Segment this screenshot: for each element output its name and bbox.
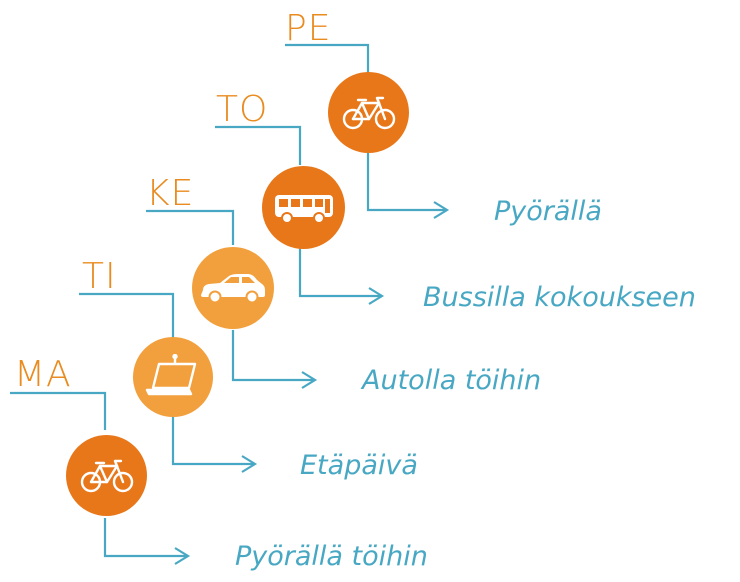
icon-circle-ke: [192, 247, 274, 329]
day-label-ke: KE: [146, 173, 195, 214]
connector-ti: [79, 292, 175, 338]
arrowhead-to: [368, 287, 385, 305]
mode-label-ke: Autolla töihin: [362, 365, 542, 396]
day-label-ma: MA: [14, 354, 72, 395]
day-label-pe: PE: [285, 8, 332, 49]
icon-circle-ma: [66, 435, 147, 516]
connector-ma: [10, 391, 107, 430]
mode-label-ma: Pyörällä töihin: [235, 541, 428, 572]
connector-pe: [285, 43, 370, 75]
mode-label-ti: Etäpäivä: [300, 450, 418, 481]
connector-pe-out: [366, 150, 447, 212]
mode-label-to: Bussilla kokoukseen: [423, 282, 696, 313]
connector-to: [215, 125, 302, 165]
icon-circle-pe: [328, 72, 409, 153]
arrowhead-ma: [174, 547, 191, 565]
day-label-to: TO: [216, 89, 269, 130]
car-icon: [201, 274, 265, 304]
arrowhead-pe: [433, 201, 450, 219]
day-label-ti: TI: [82, 256, 117, 297]
connector-ke: [146, 209, 235, 245]
laptop-icon: [145, 354, 197, 396]
icon-circle-ti: [133, 337, 213, 417]
connector-ma-out: [103, 518, 188, 558]
connector-ke-out: [231, 330, 315, 382]
mode-label-pe: Pyörällä: [494, 196, 602, 227]
bicycle-icon: [80, 459, 133, 492]
arrowhead-ti: [241, 455, 258, 473]
arrowhead-ke: [301, 371, 318, 389]
connector-to-out: [298, 242, 382, 298]
bicycle-icon: [342, 96, 395, 129]
bus-icon: [274, 194, 333, 224]
connector-ti-out: [171, 414, 255, 466]
icon-circle-to: [262, 166, 345, 249]
